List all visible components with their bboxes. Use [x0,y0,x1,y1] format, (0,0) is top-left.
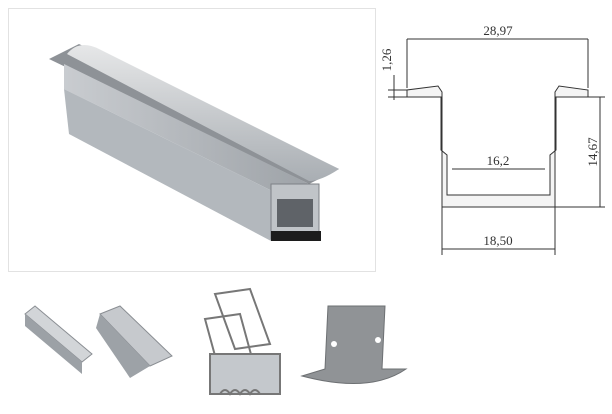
dimension-bottom-width: 18,50 [483,233,512,248]
dimension-height: 14,67 [585,137,600,167]
dimension-top-width: 28,97 [483,23,513,38]
end-cap [300,305,408,384]
dimension-inner-width: 16,2 [487,153,510,168]
dimension-flange-thickness: 1,26 [380,48,394,71]
aluminum-profile-illustration [49,44,339,241]
spring-mounting-bracket [203,287,281,396]
technical-drawing: 28,97 16,2 18,50 1,26 14,67 [380,23,605,255]
mounting-channel-clip [96,305,173,378]
profile-photo-frame [8,8,376,272]
end-cap-clip-flat [24,305,93,374]
accessories-row [24,287,408,396]
